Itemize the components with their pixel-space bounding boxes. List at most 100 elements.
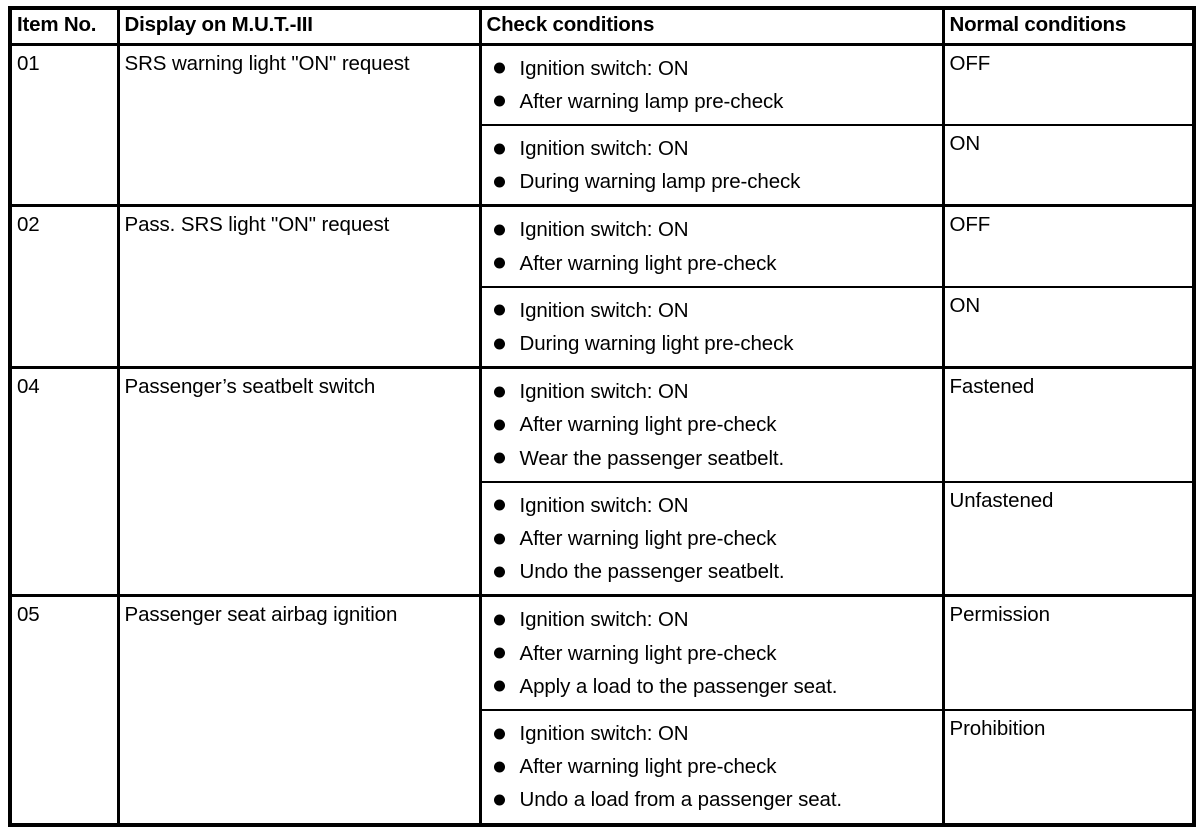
normal-condition-value: ON xyxy=(949,293,981,317)
cell-normal-condition: OFF xyxy=(943,42,1194,125)
cell-display-name: SRS warning light "ON" request xyxy=(118,42,482,206)
check-condition-list: Ignition switch: ON After warning light p… xyxy=(487,213,937,279)
filled-circle-bullet-icon xyxy=(493,728,505,740)
cell-display-name: Passenger seat airbag ignition xyxy=(118,594,482,825)
check-condition-text: After warning lamp pre-check xyxy=(519,89,784,113)
normal-condition-value: OFF xyxy=(949,51,991,75)
check-condition-text: Apply a load to the passenger seat. xyxy=(519,674,838,698)
table-row: Ignition switch: ON During warning light … xyxy=(10,285,1194,368)
filled-circle-bullet-icon xyxy=(493,680,505,692)
item-no-value: 01 xyxy=(17,51,40,75)
display-name-value: Passenger seat airbag ignition xyxy=(124,603,398,627)
cell-normal-condition: ON xyxy=(943,285,1194,368)
display-name-value: SRS warning light "ON" request xyxy=(124,51,410,75)
cell-normal-condition: OFF xyxy=(943,204,1194,287)
filled-circle-bullet-icon xyxy=(493,257,505,269)
filled-circle-bullet-icon xyxy=(493,533,505,545)
check-condition-item: Apply a load to the passenger seat. xyxy=(487,670,937,703)
check-condition-text: During warning light pre-check xyxy=(519,331,794,355)
cell-item-no: 02 xyxy=(10,204,120,368)
check-condition-item: After warning light pre-check xyxy=(487,522,937,555)
cell-item-no: 01 xyxy=(10,42,120,206)
check-condition-text: After warning light pre-check xyxy=(519,526,777,550)
check-condition-text: Ignition switch: ON xyxy=(519,218,689,242)
cell-check-conditions: Ignition switch: ON After warning light p… xyxy=(480,708,945,825)
check-condition-list: Ignition switch: ON After warning light p… xyxy=(487,717,937,817)
cell-display-name: Passenger’s seatbelt switch xyxy=(118,366,482,596)
check-condition-text: Ignition switch: ON xyxy=(519,298,689,322)
cell-normal-condition: ON xyxy=(943,123,1194,206)
filled-circle-bullet-icon xyxy=(493,761,505,773)
check-condition-item: Ignition switch: ON xyxy=(487,603,937,636)
normal-condition-value: ON xyxy=(949,131,981,155)
cell-item-no: 04 xyxy=(10,366,120,596)
column-header-item-no: Item No. xyxy=(10,8,120,46)
document-page: Item No. Display on M.U.T.-III Check con… xyxy=(8,6,1196,827)
filled-circle-bullet-icon xyxy=(493,614,505,626)
filled-circle-bullet-icon xyxy=(493,143,505,154)
normal-condition-value: Permission xyxy=(949,603,1050,627)
column-header-normal-conditions: Normal conditions xyxy=(943,8,1194,46)
filled-circle-bullet-icon xyxy=(493,647,505,659)
check-condition-text: After warning light pre-check xyxy=(519,641,777,665)
cell-check-conditions: Ignition switch: ON After warning light p… xyxy=(480,480,945,596)
cell-check-conditions: Ignition switch: ON During warning lamp p… xyxy=(480,123,945,206)
item-no-value: 05 xyxy=(17,603,40,627)
check-condition-item: Ignition switch: ON xyxy=(487,489,937,522)
check-condition-item: Ignition switch: ON xyxy=(487,375,937,408)
check-condition-list: Ignition switch: ON After warning lamp pr… xyxy=(487,52,937,118)
check-condition-item: After warning lamp pre-check xyxy=(487,85,937,118)
normal-condition-value: Unfastened xyxy=(949,488,1054,512)
check-condition-text: Ignition switch: ON xyxy=(519,608,689,632)
filled-circle-bullet-icon xyxy=(493,566,505,578)
check-condition-text: After warning light pre-check xyxy=(519,755,777,779)
check-condition-item: Ignition switch: ON xyxy=(487,717,937,750)
filled-circle-bullet-icon xyxy=(493,304,505,316)
check-condition-list: Ignition switch: ON During warning lamp p… xyxy=(487,132,937,198)
check-condition-text: Ignition switch: ON xyxy=(519,721,689,745)
check-condition-text: Ignition switch: ON xyxy=(519,493,689,517)
display-name-value: Passenger’s seatbelt switch xyxy=(124,375,376,399)
check-condition-text: During warning lamp pre-check xyxy=(519,170,801,194)
check-condition-text: After warning light pre-check xyxy=(519,251,777,275)
normal-condition-value: OFF xyxy=(949,213,991,237)
filled-circle-bullet-icon xyxy=(493,95,505,107)
check-condition-item: Undo the passenger seatbelt. xyxy=(487,555,937,588)
check-condition-list: Ignition switch: ON After warning light p… xyxy=(487,489,937,589)
check-condition-text: Ignition switch: ON xyxy=(519,56,689,80)
check-condition-item: After warning light pre-check xyxy=(487,408,937,441)
check-condition-item: Wear the passenger seatbelt. xyxy=(487,442,937,475)
display-name-value: Pass. SRS light "ON" request xyxy=(124,213,390,237)
cell-normal-condition: Permission xyxy=(943,594,1194,710)
check-condition-text: Undo the passenger seatbelt. xyxy=(519,560,785,584)
filled-circle-bullet-icon xyxy=(493,499,505,511)
cell-check-conditions: Ignition switch: ON After warning light p… xyxy=(480,594,945,710)
filled-circle-bullet-icon xyxy=(493,452,505,464)
check-condition-item: During warning lamp pre-check xyxy=(487,165,937,198)
check-condition-item: During warning light pre-check xyxy=(487,327,937,360)
table-row: Ignition switch: ON After warning light p… xyxy=(10,480,1194,596)
check-condition-item: After warning light pre-check xyxy=(487,247,937,280)
filled-circle-bullet-icon xyxy=(493,62,505,74)
item-no-value: 04 xyxy=(17,375,40,399)
check-condition-item: Ignition switch: ON xyxy=(487,132,937,165)
check-condition-text: Ignition switch: ON xyxy=(519,136,689,160)
cell-check-conditions: Ignition switch: ON After warning lamp pr… xyxy=(480,42,945,125)
check-condition-list: Ignition switch: ON After warning light p… xyxy=(487,603,937,703)
table-header: Item No. Display on M.U.T.-III Check con… xyxy=(10,8,1194,46)
item-no-value: 02 xyxy=(17,213,40,237)
check-condition-item: After warning light pre-check xyxy=(487,750,937,783)
check-condition-item: Ignition switch: ON xyxy=(487,213,937,246)
check-condition-item: Undo a load from a passenger seat. xyxy=(487,783,937,816)
table-row: Ignition switch: ON During warning lamp p… xyxy=(10,123,1194,206)
filled-circle-bullet-icon xyxy=(493,386,505,398)
cell-check-conditions: Ignition switch: ON During warning light … xyxy=(480,285,945,368)
check-condition-item: After warning light pre-check xyxy=(487,637,937,670)
cell-normal-condition: Unfastened xyxy=(943,480,1194,596)
filled-circle-bullet-icon xyxy=(493,176,505,188)
